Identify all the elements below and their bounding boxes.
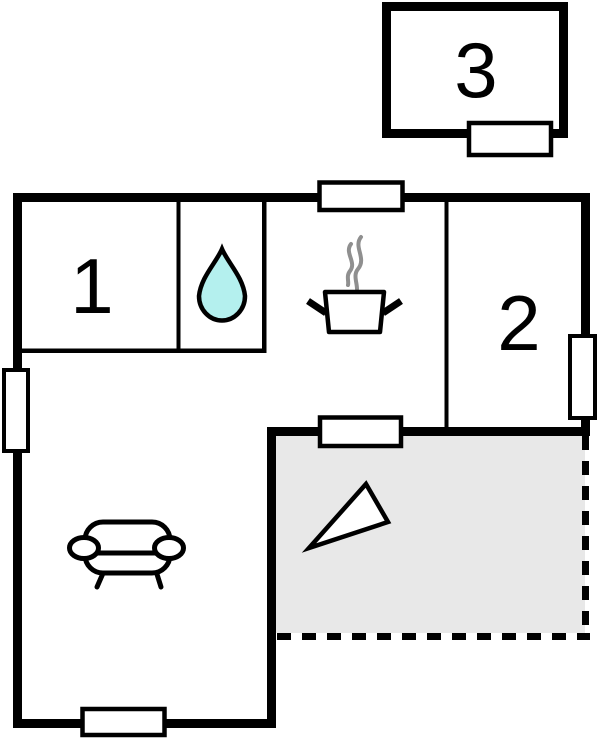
windows	[2, 334, 597, 453]
room-3-label: 3	[454, 26, 497, 114]
room-2-label: 2	[497, 279, 540, 367]
sofa-armrest-left	[67, 535, 101, 561]
wall-top	[13, 193, 590, 202]
room3-wall-top	[382, 2, 568, 11]
wall-room1-bottom	[22, 348, 267, 353]
window-right-wall	[568, 334, 597, 420]
wall-terrace-top	[267, 427, 589, 436]
wall-right-upper	[581, 193, 590, 436]
wall-kitchen-room2-divider	[444, 202, 449, 428]
room3-door	[466, 120, 554, 158]
water-drop-icon	[196, 243, 248, 323]
wall-bath-kitchen-divider	[262, 202, 267, 349]
pot-handle-left	[306, 298, 328, 316]
sofa-icon	[67, 519, 186, 590]
water-drop-shape	[196, 243, 248, 323]
steam-wave-right	[353, 235, 364, 291]
room3-wall-right	[559, 2, 568, 138]
terrace-door	[317, 415, 404, 449]
room-1-label: 1	[70, 242, 113, 330]
wall-left	[13, 193, 22, 728]
pot-body	[322, 289, 387, 335]
pot-handle-right	[381, 298, 403, 316]
cooking-pot-icon	[306, 235, 403, 335]
entrance-door-top	[317, 180, 405, 213]
wall-room1-bath-divider	[176, 202, 181, 349]
wall-living-right	[267, 427, 276, 728]
room3-wall-left	[382, 2, 391, 138]
window-left-wall	[2, 368, 30, 453]
steam-wave-left	[345, 242, 355, 287]
sofa-armrest-right	[152, 535, 186, 561]
doors	[80, 120, 554, 738]
living-room-door-bottom	[80, 706, 167, 738]
north-arrow-icon	[301, 480, 392, 553]
